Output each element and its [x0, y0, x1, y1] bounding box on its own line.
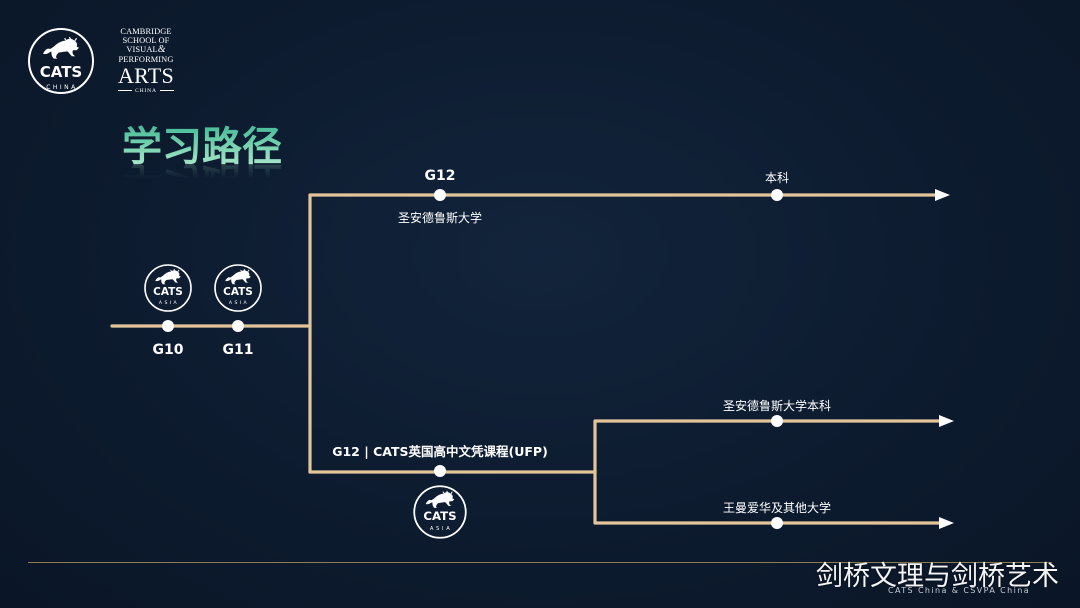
- label-upper-g12: G12: [425, 168, 456, 184]
- cats-china-logo: CATS CHINA: [28, 28, 94, 94]
- csvpa-logo: CAMBRIDGE SCHOOL OF VISUAL& PERFORMING A…: [111, 27, 181, 95]
- csvpa-visual: VISUAL: [126, 45, 158, 55]
- node-g10: [162, 320, 174, 332]
- label-upper-school: 圣安德鲁斯大学: [398, 210, 482, 225]
- cats-asia-logo-g11: CATS ASIA: [214, 264, 262, 312]
- logo-name: CATS: [423, 509, 456, 523]
- label-lower-destination-1: 圣安德鲁斯大学本科: [723, 398, 831, 413]
- logo-name: CATS: [153, 286, 183, 298]
- node-lower-g12: [434, 465, 446, 477]
- label-lower-destination-2: 王曼爱华及其他大学: [723, 500, 831, 515]
- cats-logo-region: CHINA: [46, 84, 78, 91]
- csvpa-arts: ARTS: [117, 62, 175, 88]
- watermark-subtitle: CATS China & CSVPA China: [888, 586, 1031, 595]
- cats-logo-name: CATS: [40, 63, 83, 81]
- watermark-title: 剑桥文理与剑桥艺术: [816, 561, 1059, 592]
- node-lower-destination-1: [771, 415, 783, 427]
- path-upper-branch: [308, 193, 940, 474]
- csvpa-line-2: SCHOOL OF: [122, 36, 170, 46]
- logo-region: ASIA: [159, 300, 179, 306]
- csvpa-rule-right: [159, 90, 174, 92]
- arrow-head-lower-2: [939, 517, 954, 529]
- csvpa-rule-left: [118, 90, 133, 92]
- label-lower-branch: G12 | CATS英国高中文凭课程(UFP): [332, 444, 548, 459]
- page-title: 学习路径: [122, 124, 282, 170]
- csvpa-region: CHINA: [135, 87, 157, 94]
- csvpa-line-3: VISUAL&: [111, 44, 181, 56]
- node-upper-g12: [434, 189, 446, 201]
- label-g10: G10: [153, 342, 184, 358]
- node-upper-destination: [771, 189, 783, 201]
- logo-name: CATS: [223, 286, 253, 298]
- node-g11: [232, 320, 244, 332]
- arrow-head-lower-1: [939, 415, 954, 427]
- logo-region: ASIA: [229, 300, 249, 306]
- footer-divider: [28, 562, 1052, 563]
- label-upper-destination: 本科: [765, 171, 789, 185]
- path-lower-branches: [593, 419, 944, 525]
- node-lower-destination-2: [771, 517, 783, 529]
- csvpa-region-row: CHINA: [111, 87, 181, 95]
- cats-asia-logo-g10: CATS ASIA: [144, 264, 192, 312]
- logo-region: ASIA: [430, 526, 453, 532]
- csvpa-ampersand: &: [157, 44, 166, 56]
- cats-asia-logo-ufp: CATS ASIA: [413, 485, 467, 539]
- csvpa-line-4: PERFORMING: [118, 54, 174, 64]
- csvpa-line-1: CAMBRIDGE: [120, 27, 172, 36]
- label-g11: G11: [223, 342, 254, 358]
- logo-ring: [28, 28, 94, 94]
- arrow-head-upper: [935, 189, 950, 201]
